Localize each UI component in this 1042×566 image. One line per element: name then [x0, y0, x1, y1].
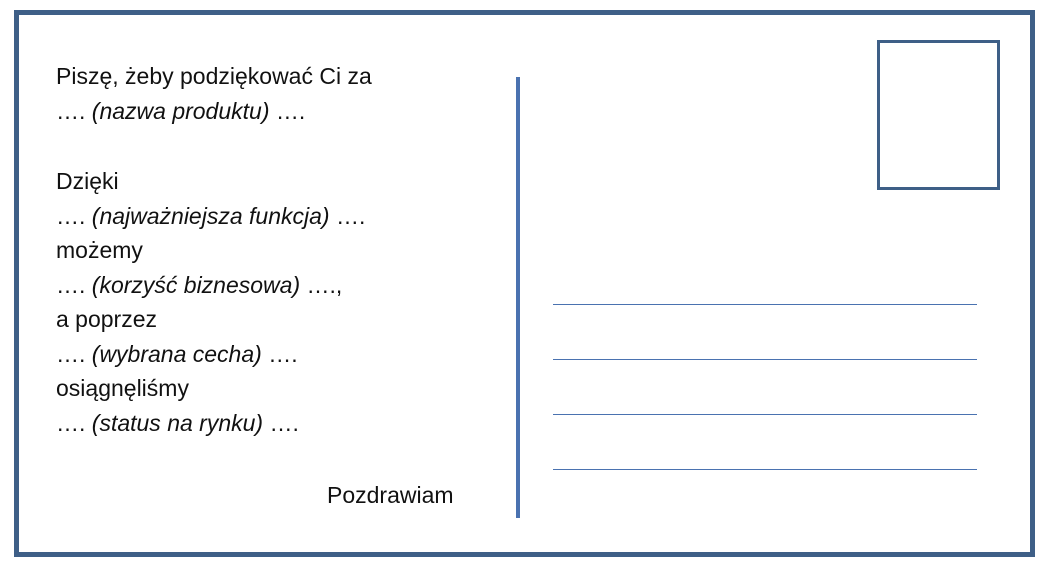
message-line-9: osiągnęliśmy — [56, 375, 189, 401]
message-line-6: …. (korzyść biznesowa) …., — [56, 271, 343, 298]
message-text: Piszę, żeby podziękować Ci za …. (nazwa … — [56, 59, 496, 440]
placeholder-key-feature: (najważniejsza funkcja) — [91, 202, 330, 229]
address-line-2 — [553, 359, 977, 360]
message-line-3: Dzięki — [56, 168, 119, 194]
message-line-4: …. (najważniejsza funkcja) …. — [56, 202, 366, 229]
message-gap — [56, 128, 496, 164]
greeting: Pozdrawiam — [327, 482, 454, 508]
stamp-box — [877, 40, 1000, 190]
message-line-1: Piszę, żeby podziękować Ci za — [56, 63, 372, 89]
postcard: Piszę, żeby podziękować Ci za …. (nazwa … — [14, 10, 1035, 557]
message-line-8: …. (wybrana cecha) …. — [56, 340, 298, 367]
message-line-2: …. (nazwa produktu) …. — [56, 97, 306, 124]
placeholder-business-benefit: (korzyść biznesowa) — [91, 271, 301, 298]
placeholder-chosen-feature: (wybrana cecha) — [91, 340, 262, 367]
placeholder-product-name: (nazwa produktu) — [91, 97, 270, 124]
placeholder-market-status: (status na rynku) — [91, 409, 264, 436]
address-line-3 — [553, 414, 977, 415]
address-line-1 — [553, 304, 977, 305]
address-line-4 — [553, 469, 977, 470]
message-line-10: …. (status na rynku) …. — [56, 409, 299, 436]
message-line-5: możemy — [56, 237, 143, 263]
center-divider — [516, 77, 520, 518]
message-line-7: a poprzez — [56, 306, 158, 332]
